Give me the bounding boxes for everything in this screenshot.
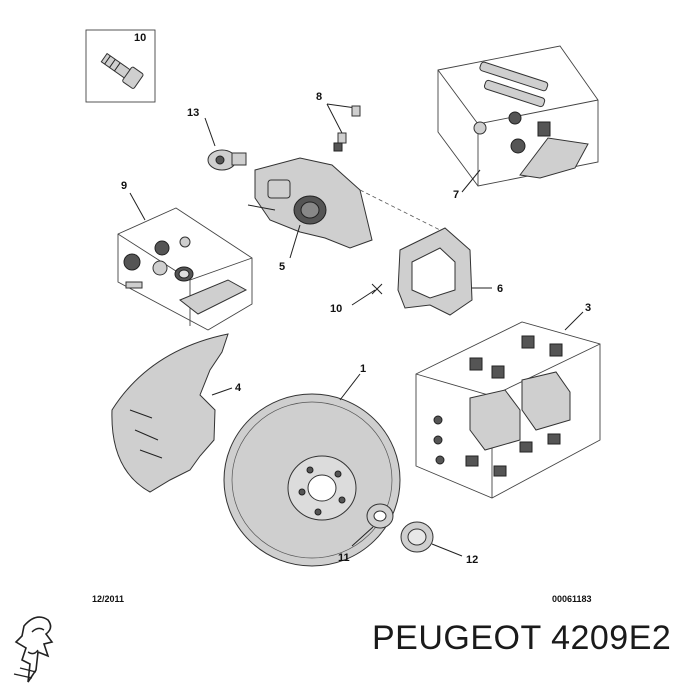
callout-1: 1 xyxy=(360,363,366,375)
part-12-hub-cap xyxy=(400,521,463,557)
callout-12: 12 xyxy=(466,554,478,566)
part-6-bracket xyxy=(397,227,492,316)
part-13-sensor xyxy=(204,117,247,171)
callout-13: 13 xyxy=(187,107,199,119)
callout-3: 3 xyxy=(585,302,591,314)
part-5-caliper xyxy=(247,157,373,259)
footer-ref: 00061183 xyxy=(552,594,592,604)
part-10-bolt-marker xyxy=(351,283,383,306)
callout-9: 9 xyxy=(121,180,127,192)
part-4-dust-shield xyxy=(111,333,233,493)
part-number-title: PEUGEOT 4209E2 xyxy=(372,619,672,657)
callout-5: 5 xyxy=(279,261,285,273)
callout-10: 10 xyxy=(330,303,342,315)
part-9-seal-kit xyxy=(117,192,253,331)
part-11-hub-nut xyxy=(351,503,394,547)
bolt-inset-box xyxy=(85,29,156,103)
part-7-guide-pin-kit xyxy=(437,45,599,193)
footer-date: 12/2011 xyxy=(92,594,124,604)
callout-7: 7 xyxy=(453,189,459,201)
callout-8: 8 xyxy=(316,91,322,103)
callout-11: 11 xyxy=(338,552,350,564)
callout-4: 4 xyxy=(235,382,242,394)
callout-10-inset: 10 xyxy=(134,32,146,44)
part-8-bleed-screws xyxy=(326,103,361,152)
callout-6: 6 xyxy=(497,283,503,295)
peugeot-lion-logo xyxy=(13,616,54,683)
part-1-brake-disc xyxy=(223,373,401,567)
part-3-pad-kit xyxy=(415,311,601,499)
